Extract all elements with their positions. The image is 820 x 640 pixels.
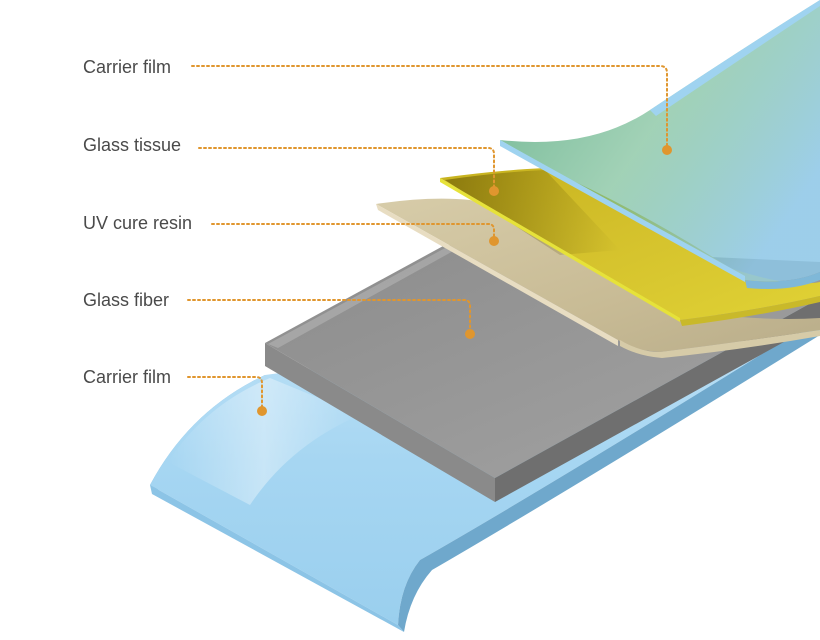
leader-dot-glass-tissue [489,186,499,196]
top-carrier-film-edge [500,140,745,282]
glass-tissue-shade [445,170,620,255]
leader-line-glass-fiber [187,299,471,334]
leader-line-carrier-film-top [191,65,668,149]
uv-cure-resin-face [376,198,820,352]
leader-line-carrier-film-bottom [187,376,263,411]
glass-tissue-rim [680,296,820,326]
uv-cure-resin-rim [620,330,820,358]
glass-tissue-layer [440,168,820,326]
leader-dot-uv-cure-resin [489,236,499,246]
glass-fiber-side [495,298,820,502]
uv-cure-resin-layer [376,198,820,358]
top-carrier-film-rim [745,272,820,289]
label-carrier-film-top: Carrier film [83,57,171,77]
glass-fiber-highlight [268,247,455,348]
leader-dot-carrier-film-top [662,145,672,155]
label-carrier-film-bottom: Carrier film [83,367,171,387]
label-glass-tissue: Glass tissue [83,135,182,155]
leader-line-uv-cure-resin [211,223,495,241]
leader-dot-glass-fiber [465,329,475,339]
bottom-carrier-film-lip [150,485,404,632]
glass-fiber-front [265,343,495,502]
top-carrier-film-top-curl [650,0,820,116]
top-carrier-film-face [500,0,820,282]
label-glass-fiber: Glass fiber [83,290,170,310]
uv-cure-resin-edge [376,204,618,346]
bottom-carrier-film-side [398,318,820,632]
leader-dots [257,145,672,416]
leader-lines [187,65,668,411]
top-carrier-film [500,0,820,289]
glass-tissue-edge [440,178,680,322]
leader-dot-carrier-film-bottom [257,406,267,416]
label-uv-cure-resin: UV cure resin [83,213,193,233]
bottom-carrier-film-shine [168,378,360,505]
